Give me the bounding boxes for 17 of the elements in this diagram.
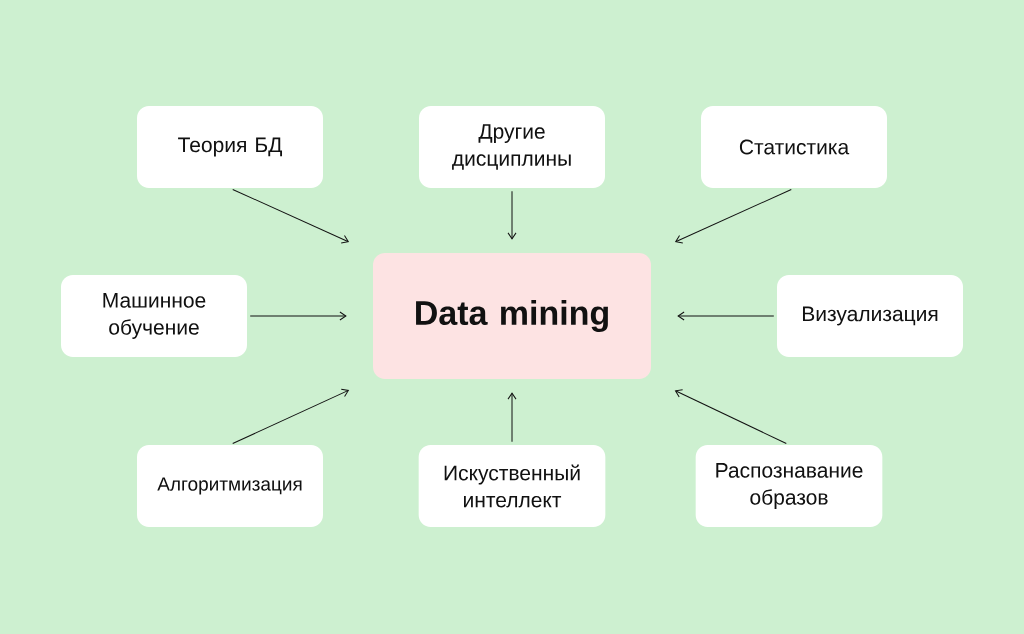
topic-box: Машинное обучение (61, 275, 247, 357)
arrow (232, 388, 349, 445)
arrow (232, 188, 349, 244)
arrow (507, 190, 517, 240)
arrow (507, 392, 517, 443)
topic-box: Теория БД (137, 106, 323, 188)
topic-box: Распознавание образов (695, 445, 883, 527)
arrow (677, 311, 775, 321)
topic-box: Визуализация (777, 275, 963, 357)
topic-box: Другие дисциплины (419, 106, 605, 188)
topic-box: Алгоритмизация (137, 445, 323, 527)
arrow (675, 188, 792, 244)
central-box: Data mining (373, 253, 651, 379)
arrow (675, 389, 787, 444)
topic-box: Искуственный интеллект (418, 445, 606, 527)
arrow (249, 311, 347, 321)
topic-box: Статистика (701, 106, 887, 188)
